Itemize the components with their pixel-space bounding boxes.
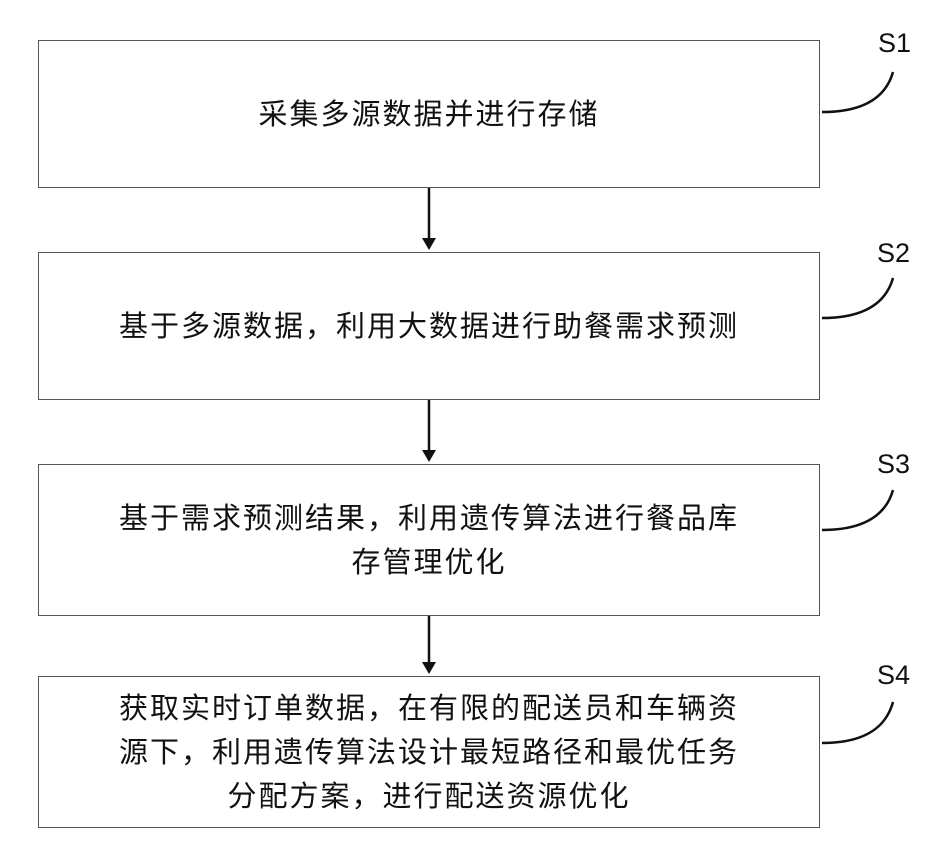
step-box-s4: 获取实时订单数据，在有限的配送员和车辆资 源下，利用遗传算法设计最短路径和最优任… <box>38 676 820 828</box>
step-label-s3: S3 <box>877 449 910 480</box>
step-box-s1: 采集多源数据并进行存储 <box>38 40 820 188</box>
step-label-s1: S1 <box>878 28 911 59</box>
step-label-s2: S2 <box>877 238 910 269</box>
step-text-s2: 基于多源数据，利用大数据进行助餐需求预测 <box>97 304 761 348</box>
step-text-s3: 基于需求预测结果，利用遗传算法进行餐品库 存管理优化 <box>97 496 761 584</box>
step-text-s1: 采集多源数据并进行存储 <box>236 92 621 136</box>
step-text-s4: 获取实时订单数据，在有限的配送员和车辆资 源下，利用遗传算法设计最短路径和最优任… <box>97 686 761 818</box>
step-label-s4: S4 <box>877 660 910 691</box>
leader-line-s2 <box>822 278 893 318</box>
step-box-s2: 基于多源数据，利用大数据进行助餐需求预测 <box>38 252 820 400</box>
step-box-s3: 基于需求预测结果，利用遗传算法进行餐品库 存管理优化 <box>38 464 820 616</box>
leader-line-s4 <box>822 702 893 743</box>
leader-line-s3 <box>822 490 893 530</box>
leader-line-s1 <box>822 72 893 112</box>
